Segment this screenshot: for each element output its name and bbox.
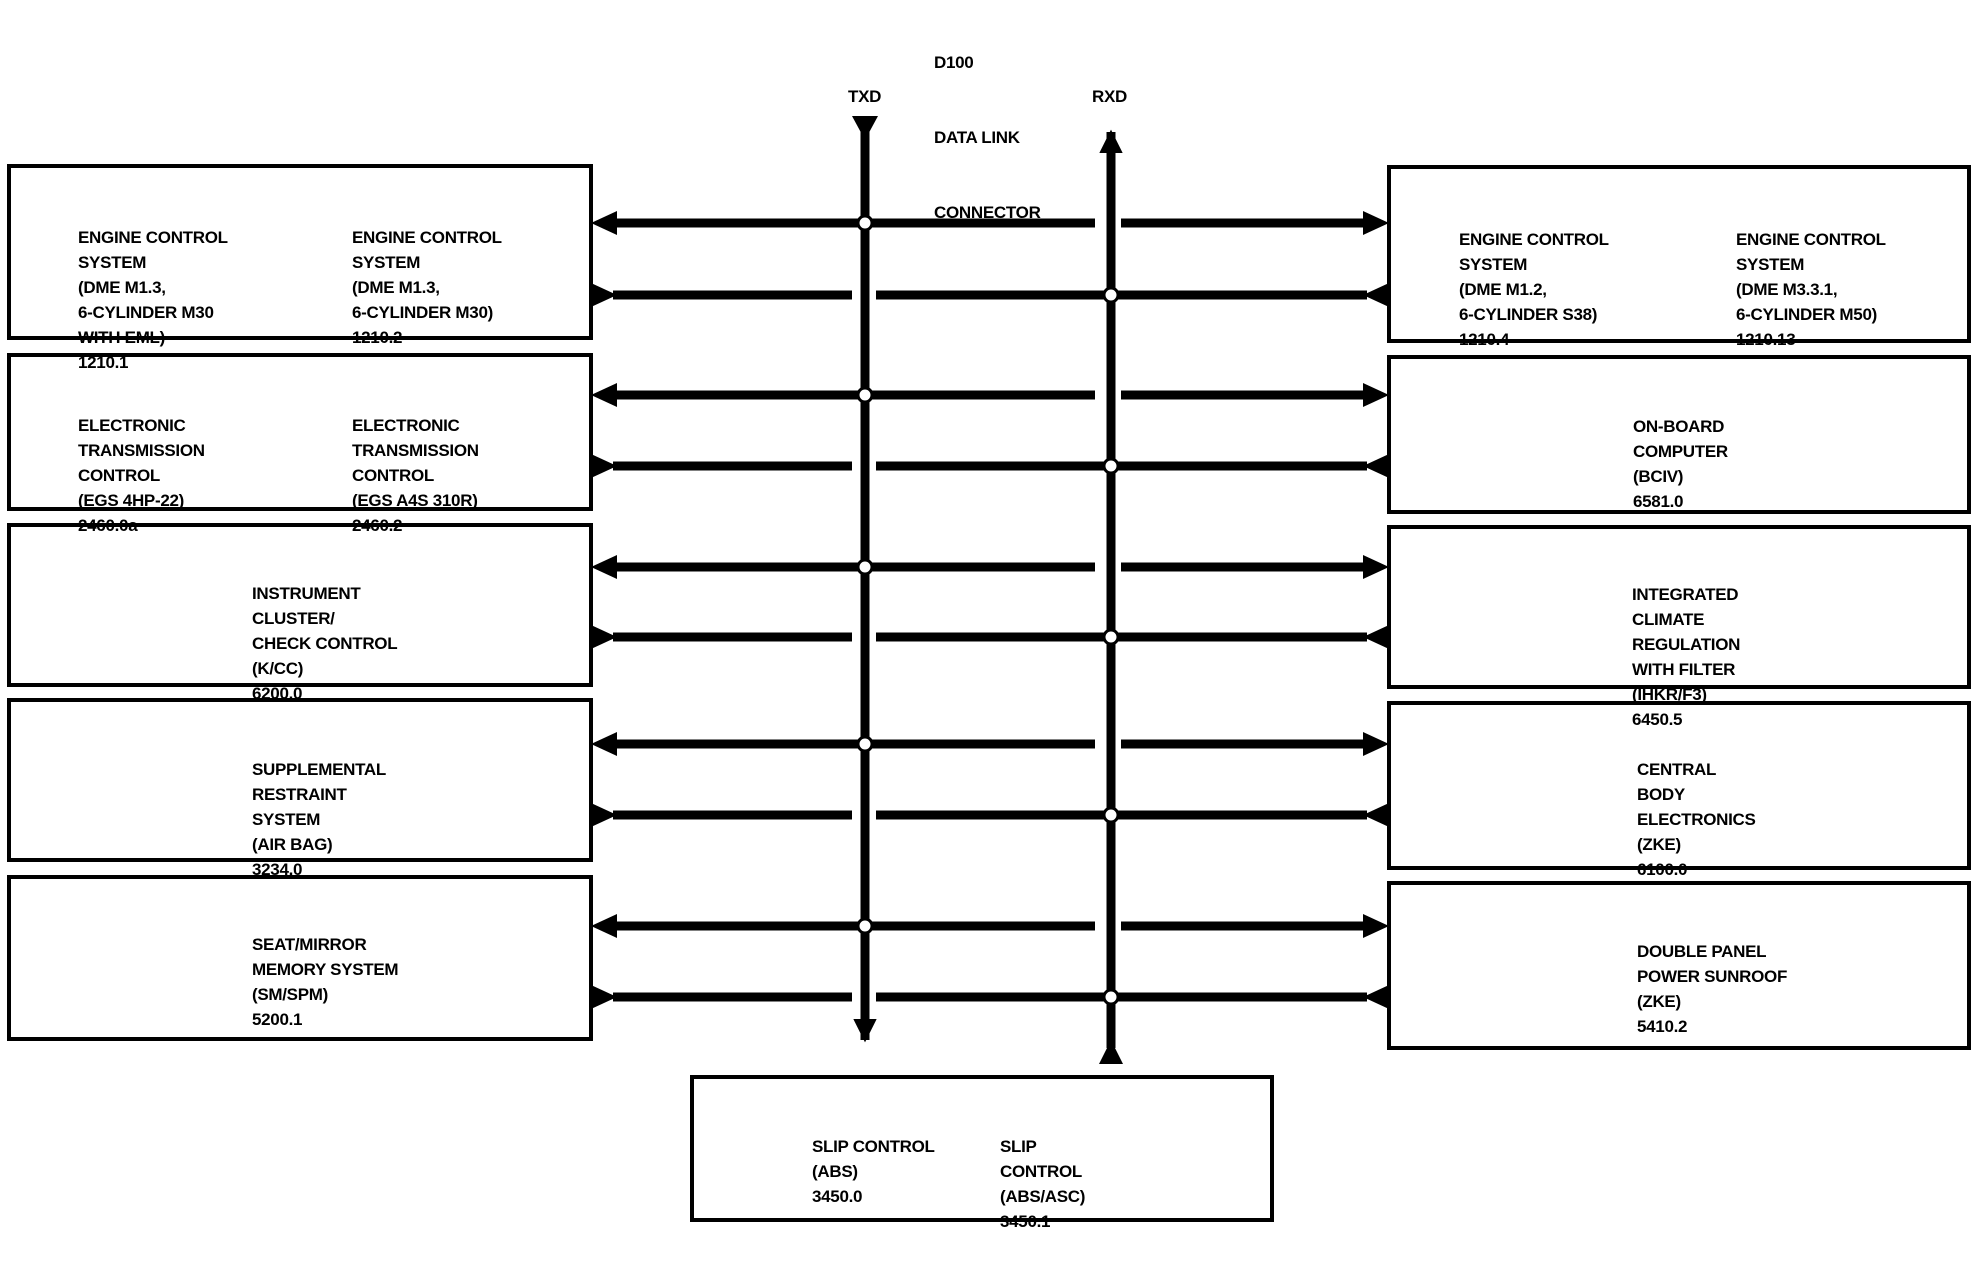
rxd-arrowhead-left-row-4: [591, 803, 617, 827]
module-box-right-3: [1387, 525, 1971, 689]
txd-arrowhead-left-row-3: [591, 555, 617, 579]
txd-arrowhead-right-row-1: [1363, 211, 1389, 235]
module-box-right-2: [1387, 355, 1971, 514]
txd-arrowhead-left-row-5: [591, 914, 617, 938]
rxd-junction-dot-row-5: [1102, 988, 1120, 1006]
module-box-left-4: [7, 698, 593, 862]
rxd-bottom-arrow: [1099, 1040, 1123, 1064]
txd-label: TXD: [848, 87, 882, 106]
rxd-arrowhead-right-row-5: [1363, 985, 1389, 1009]
module-box-right-1: [1387, 165, 1971, 343]
rxd-arrowhead-right-row-3: [1363, 625, 1389, 649]
rxd-arrowhead-left-row-1: [591, 283, 617, 307]
label-layer: D100 DATA LINK CONNECTOR TXD RXD ENGINE …: [78, 53, 1886, 1231]
rxd-arrowhead-left-row-5: [591, 985, 617, 1009]
data-link-diagram: [7, 116, 1971, 1222]
txd-junction-dot-row-1: [856, 214, 874, 232]
module-box-bottom: [690, 1075, 1274, 1222]
txd-arrowhead-right-row-2: [1363, 383, 1389, 407]
rxd-arrowhead-left-row-2: [591, 454, 617, 478]
txd-arrowhead-right-row-5: [1363, 914, 1389, 938]
txd-junction-dot-row-5: [856, 917, 874, 935]
module-box-right-5: [1387, 881, 1971, 1050]
rxd-junction-dot-row-3: [1102, 628, 1120, 646]
rxd-arrowhead-right-row-1: [1363, 283, 1389, 307]
txd-junction-dot-row-4: [856, 735, 874, 753]
module-box-left-1: [7, 164, 593, 340]
txd-arrowhead-left-row-2: [591, 383, 617, 407]
txd-arrowhead-right-row-4: [1363, 732, 1389, 756]
rxd-label: RXD: [1092, 87, 1127, 106]
txd-arrowhead-right-row-3: [1363, 555, 1389, 579]
rxd-arrowhead-right-row-2: [1363, 454, 1389, 478]
rxd-junction-dot-row-4: [1102, 806, 1120, 824]
module-box-right-4: [1387, 701, 1971, 870]
txd-arrowhead-left-row-1: [591, 211, 617, 235]
rxd-junction-dot-row-1: [1102, 286, 1120, 304]
module-box-left-2: [7, 353, 593, 511]
txd-top-arrow: [852, 116, 878, 140]
module-box-left-5: [7, 875, 593, 1041]
rxd-arrowhead-left-row-3: [591, 625, 617, 649]
module-bottom-col-1: SLIP CONTROL(ABS)3450.0: [812, 1137, 935, 1206]
module-box-left-3: [7, 523, 593, 687]
rxd-arrowhead-right-row-4: [1363, 803, 1389, 827]
rxd-junction-dot-row-2: [1102, 457, 1120, 475]
txd-junction-dot-row-2: [856, 386, 874, 404]
connector-title: D100 DATA LINK CONNECTOR: [934, 53, 1041, 222]
txd-junction-dot-row-3: [856, 558, 874, 576]
txd-arrowhead-left-row-4: [591, 732, 617, 756]
